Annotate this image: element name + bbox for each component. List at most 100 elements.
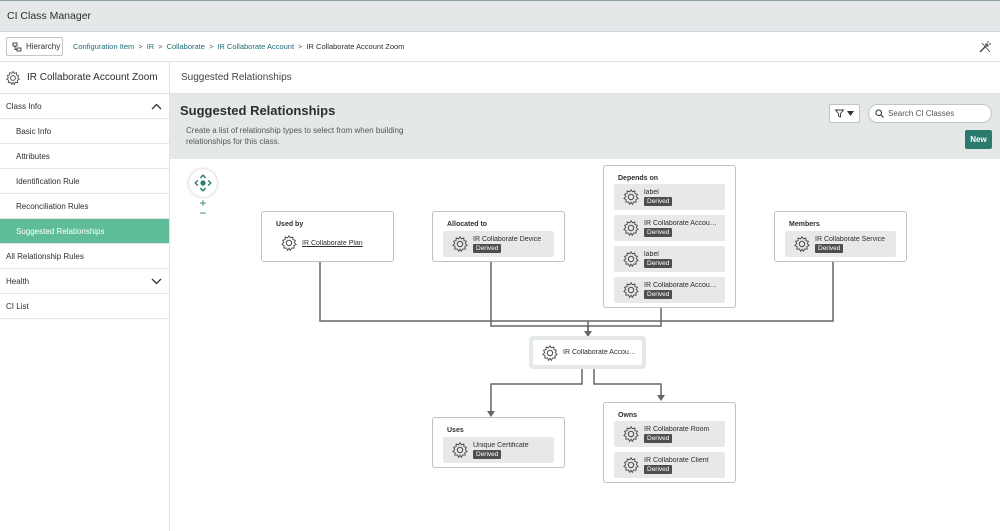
gear-icon	[623, 425, 639, 443]
breadcrumb-ir-collaborate-account[interactable]: IR Collaborate Account	[217, 42, 295, 51]
center-class-name: IR Collaborate Account Zoom	[563, 349, 638, 356]
sidebar-item-ci-list[interactable]: CI List	[0, 294, 169, 319]
group-title: Members	[789, 221, 820, 228]
main-panel: Suggested Relationships Suggested Relati…	[170, 62, 1000, 531]
zoom-in-button[interactable]: +	[199, 196, 207, 210]
gear-icon	[5, 70, 21, 85]
sidebar-section-label: Class Info	[6, 101, 42, 111]
group-title: Owns	[618, 412, 638, 419]
app-header: CI Class Manager	[0, 0, 1000, 32]
search-icon	[875, 109, 884, 118]
breadcrumb: Configuration Item > IR > Collaborate > …	[73, 42, 404, 51]
chevron-down-icon	[151, 278, 162, 284]
breadcrumb-ir[interactable]: IR	[146, 42, 155, 51]
sidebar-item-basic-info[interactable]: Basic Info	[0, 119, 169, 144]
search-input[interactable]	[888, 109, 983, 118]
hierarchy-button[interactable]: Hierarchy	[6, 37, 63, 56]
sidebar-item-label: Suggested Relationships	[16, 226, 105, 236]
new-button[interactable]: New	[965, 130, 992, 149]
derived-badge: Derived	[644, 196, 673, 206]
group-title: Depends on	[618, 175, 659, 182]
relationship-item-ir-collaborate-plan[interactable]: IR Collaborate Plan	[272, 230, 383, 256]
relationship-diagram: + − Used by IR Collaborate Plan Allocate…	[170, 159, 1000, 531]
derived-badge: Derived	[644, 289, 673, 299]
item-name: IR Collaborate Plan	[302, 239, 363, 247]
app-title: CI Class Manager	[7, 10, 92, 22]
derived-badge: Derived	[644, 227, 673, 237]
group-used-by: Used by IR Collaborate Plan	[261, 211, 394, 262]
item-name: IR Collaborate Client	[644, 456, 709, 464]
gear-icon	[452, 235, 468, 253]
sidebar-item-suggested-relationships[interactable]: Suggested Relationships	[0, 219, 169, 244]
sidebar-class-name: IR Collaborate Account Zoom	[27, 72, 158, 83]
derived-badge: Derived	[644, 258, 673, 268]
sidebar-class-header: IR Collaborate Account Zoom	[0, 62, 169, 94]
sidebar-item-label: All Relationship Rules	[6, 251, 84, 261]
relationship-item-ir-collaborate-account-zoom[interactable]: IR Collaborate Account ZoomDerived	[614, 215, 725, 241]
pan-control[interactable]	[189, 169, 217, 197]
hierarchy-label: Hierarchy	[26, 42, 61, 51]
breadcrumb-separator: >	[208, 42, 214, 51]
arrow-to-owns	[657, 395, 665, 401]
connector-allocated-to	[490, 262, 589, 331]
item-name: IR Collaborate Device	[473, 235, 542, 243]
center-class-node-inner[interactable]: IR Collaborate Account Zoom	[533, 340, 642, 365]
sidebar-item-label: Basic Info	[16, 126, 52, 136]
gear-icon	[281, 234, 297, 252]
derived-badge: Derived	[815, 243, 844, 253]
sidebar-item-all-relationship-rules[interactable]: All Relationship Rules	[0, 244, 169, 269]
breadcrumb-collaborate[interactable]: Collaborate	[166, 42, 205, 51]
sidebar-section-class-info[interactable]: Class Info	[0, 94, 169, 119]
item-name: IR Collaborate Service	[815, 235, 886, 243]
relationship-item-ir-collaborate-account-zoom[interactable]: IR Collaborate Account ZoomDerived	[614, 277, 725, 303]
item-name: IR Collaborate Account Zoom	[644, 281, 720, 289]
breadcrumb-separator: >	[298, 42, 303, 51]
arrow-to-uses	[487, 411, 495, 417]
gear-icon	[794, 235, 810, 253]
hierarchy-icon	[12, 42, 22, 51]
gear-icon	[623, 456, 639, 474]
sidebar-item-attributes[interactable]: Attributes	[0, 144, 169, 169]
breadcrumb-current: IR Collaborate Account Zoom	[306, 42, 405, 51]
sidebar: IR Collaborate Account Zoom Class Info B…	[0, 62, 170, 531]
gear-icon	[623, 219, 639, 237]
breadcrumb-separator: >	[138, 42, 143, 51]
derived-badge: Derived	[644, 433, 673, 443]
filter-button[interactable]	[829, 104, 860, 123]
sidebar-section-health[interactable]: Health	[0, 269, 169, 294]
breadcrumb-configuration-item[interactable]: Configuration Item	[73, 42, 135, 51]
item-name: IR Collaborate Account Zoom	[644, 219, 720, 227]
page-title: Suggested Relationships	[180, 103, 336, 118]
connector-members	[588, 262, 834, 322]
magic-wand-icon[interactable]	[977, 39, 993, 55]
zoom-out-button[interactable]: −	[199, 206, 207, 220]
gear-icon	[542, 344, 558, 361]
gear-icon	[623, 188, 639, 206]
search-box[interactable]	[868, 104, 992, 123]
arrow-to-center	[584, 331, 592, 337]
sidebar-item-label: CI List	[6, 301, 29, 311]
sidebar-item-identification-rule[interactable]: Identification Rule	[0, 169, 169, 194]
connector-owns	[593, 369, 662, 395]
derived-badge: Derived	[473, 449, 502, 459]
connector-depends-on	[588, 307, 662, 327]
item-name: label	[644, 250, 659, 258]
gear-icon	[623, 281, 639, 299]
sidebar-item-label: Reconciliation Rules	[16, 201, 89, 211]
group-title: Allocated to	[447, 221, 488, 228]
diagram-nav-control: + −	[189, 169, 219, 220]
group-title: Uses	[447, 427, 464, 434]
suggested-relationships-header: Suggested Relationships Create a list of…	[170, 94, 1000, 159]
group-title: Used by	[276, 221, 304, 228]
item-name: Unique Certificate	[473, 441, 529, 449]
sidebar-item-reconciliation-rules[interactable]: Reconciliation Rules	[0, 194, 169, 219]
